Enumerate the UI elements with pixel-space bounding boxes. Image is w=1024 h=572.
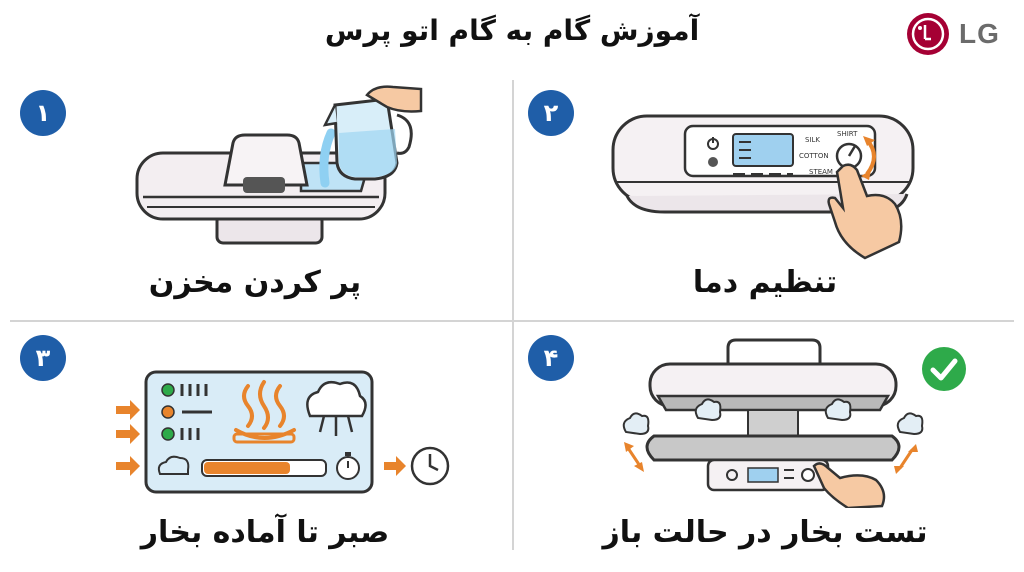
- dial-label-cotton: COTTON: [799, 152, 829, 160]
- dial-label-silk: SILK: [805, 136, 820, 144]
- step-3-badge: ۳: [20, 335, 66, 381]
- step-1-label: پر کردن مخزن: [148, 265, 362, 300]
- page-title: آموزش گام به گام اتو پرس: [324, 14, 700, 47]
- lg-logo: LG: [905, 13, 1015, 55]
- step-3-label: صبر تا آماده بخار: [140, 515, 390, 550]
- step-4-badge: ۴: [528, 335, 574, 381]
- steam-ready-panel-icon: [116, 370, 450, 494]
- step-2-badge: ۲: [528, 90, 574, 136]
- horizontal-divider: [10, 320, 1014, 322]
- step-2-label: تنظیم دما: [692, 265, 838, 300]
- step-4-label: تست بخار در حالت باز: [602, 515, 928, 550]
- temperature-dial-icon: SILK SHIRT COTTON STEAM: [611, 114, 915, 260]
- water-pitcher-icon: [135, 85, 423, 245]
- lg-face-icon: [907, 13, 949, 55]
- brand-name: LG: [959, 18, 1000, 49]
- dial-label-steam: STEAM: [809, 168, 833, 176]
- open-press-steam-icon: [622, 338, 924, 508]
- vertical-divider: [512, 80, 514, 550]
- check-icon: [922, 347, 966, 391]
- step-1-badge: ۱: [20, 90, 66, 136]
- dial-label-shirt: SHIRT: [837, 130, 858, 138]
